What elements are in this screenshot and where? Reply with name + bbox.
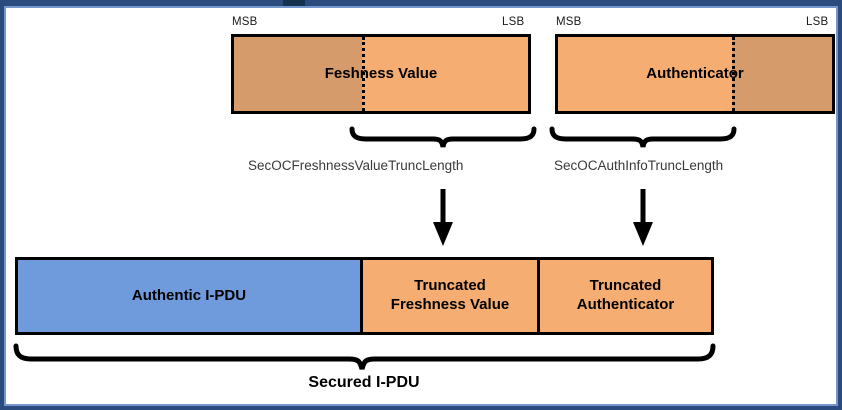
tfv-line-2: Freshness Value — [390, 296, 510, 313]
freshness-truncation-divider — [361, 37, 365, 111]
secured-ipdu-brace — [13, 343, 716, 370]
auth-trunc-length-label: SecOCAuthInfoTruncLength — [554, 158, 724, 173]
freshness-trunc-brace — [349, 126, 537, 148]
pdu-cell-truncated-authenticator-label: Truncated Authenticator — [577, 277, 675, 315]
freshness-lsb-label: LSB — [502, 16, 525, 28]
authenticator-truncation-divider — [731, 37, 735, 111]
secured-ipdu-label: Secured I-PDU — [308, 374, 420, 391]
freshness-trunc-length-label: SecOCFreshnessValueTruncLength — [248, 158, 464, 173]
freshness-arrow-head — [433, 222, 453, 246]
freshness-msb-label: MSB — [232, 16, 258, 28]
figure-inner-frame: MSB LSB MSB LSB Feshness Value Authentic… — [4, 6, 838, 406]
freshness-value-label: Feshness Value — [324, 65, 438, 83]
clipped-text-sliver — [283, 0, 305, 6]
freshness-value-box: Feshness Value — [231, 34, 531, 114]
diagram-area: MSB LSB MSB LSB Feshness Value Authentic… — [6, 8, 836, 404]
tfv-line-1: Truncated — [414, 277, 486, 295]
pdu-cell-truncated-freshness-value: Truncated Freshness Value — [360, 257, 540, 335]
pdu-cell-truncated-authenticator: Truncated Authenticator — [537, 257, 714, 335]
auth-trunc-brace — [549, 126, 737, 148]
pdu-cell-authentic-ipdu: Authentic I-PDU — [15, 257, 363, 335]
authenticator-label: Authenticator — [646, 65, 744, 83]
secured-ipdu-bar: Authentic I-PDU Truncated Freshness Valu… — [15, 257, 714, 335]
auth-arrow-head — [633, 222, 653, 246]
authenticator-msb-label: MSB — [556, 16, 582, 28]
pdu-cell-truncated-freshness-value-label: Truncated Freshness Value — [391, 277, 509, 315]
authenticator-lsb-label: LSB — [806, 16, 829, 28]
tauth-line-2: Authenticator — [576, 296, 675, 313]
authenticator-box: Authenticator — [555, 34, 835, 114]
pdu-cell-authentic-ipdu-label: Authentic I-PDU — [131, 286, 247, 304]
tauth-line-1: Truncated — [589, 277, 662, 295]
